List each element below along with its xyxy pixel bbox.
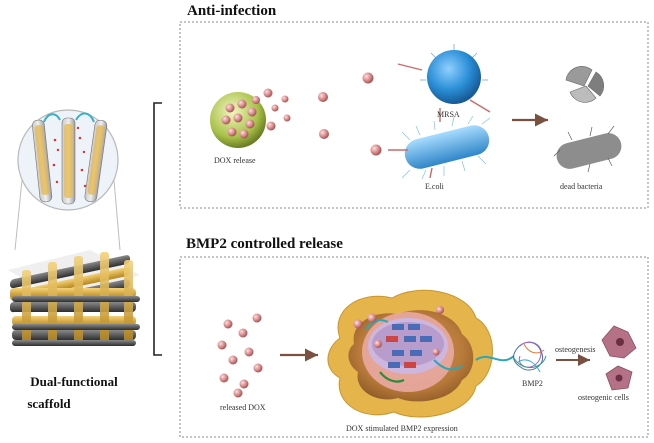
- bmp2-protein: [513, 341, 547, 373]
- bracket: [153, 102, 162, 356]
- scaffold-caption-line2: scaffold: [27, 396, 71, 411]
- released-dox-label: released DOX: [220, 403, 266, 412]
- dox-stimulated-label: DOX stimulated BMP2 expression: [346, 424, 458, 433]
- fiber-wire-right: [75, 112, 95, 123]
- dox-release-label: DOX release: [214, 156, 256, 165]
- top-particles: [263, 72, 382, 156]
- mrsa-bacterium: [397, 44, 491, 122]
- ecoli-label: E.coli: [425, 182, 444, 191]
- anti-infection-title: Anti-infection: [187, 3, 277, 19]
- dox-sphere: [210, 92, 266, 148]
- bmp2-panel: [179, 256, 649, 438]
- mrsa-label: MRSA: [437, 110, 460, 119]
- lattice-crossbars: [12, 296, 140, 346]
- zoom-line-left: [14, 179, 23, 251]
- bmp2-title: BMP2 controlled release: [186, 236, 343, 252]
- bmp2-label: BMP2: [522, 379, 543, 388]
- scaffold-caption-line1: Dual-functional: [30, 374, 118, 389]
- anti-infection-panel: [179, 21, 649, 209]
- stimulated-cell: [327, 289, 493, 418]
- fiber-left: [32, 119, 53, 203]
- scaffold-illustration: [8, 109, 140, 346]
- osteogenic-cells: [601, 325, 637, 391]
- lattice-scaffold: [8, 250, 140, 346]
- released-dots: [52, 126, 87, 188]
- dead-bacteria-icon: [553, 66, 622, 173]
- fiber-right: [84, 119, 108, 203]
- bottom-particles: [217, 313, 263, 398]
- fiber-wire-left: [43, 113, 61, 123]
- ecoli-bacterium: [388, 115, 491, 180]
- dead-bacteria-label: dead bacteria: [560, 182, 603, 191]
- cell-to-bmp2: [475, 355, 515, 362]
- zoom-line-right: [113, 179, 121, 251]
- osteogenesis-label: osteogenesis: [555, 345, 596, 354]
- fiber-middle: [61, 117, 76, 205]
- osteogenic-cells-label: osteogenic cells: [578, 393, 629, 402]
